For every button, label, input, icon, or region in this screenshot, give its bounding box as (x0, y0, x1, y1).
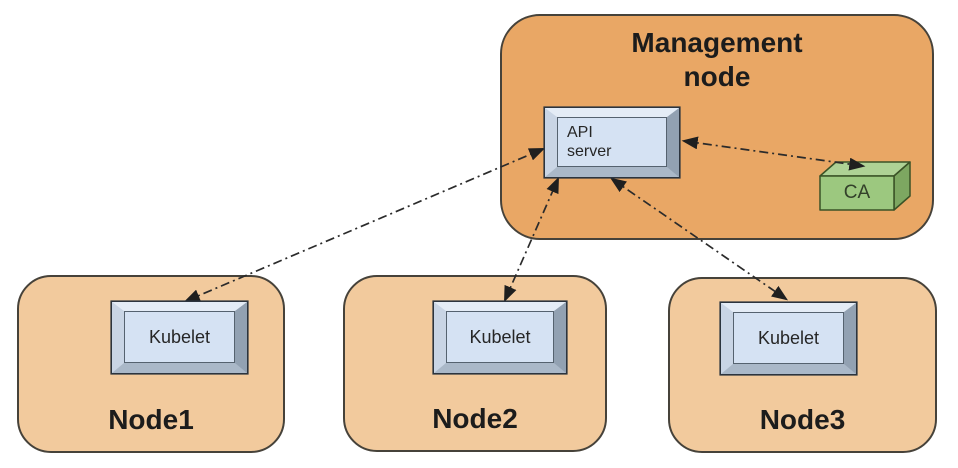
kubelet1-label: Kubelet (148, 326, 211, 347)
kubelet-box-2: Kubelet (434, 302, 566, 373)
node3-label: Node3 (759, 404, 846, 436)
kubelet2-label: Kubelet (469, 326, 531, 347)
api-server-box: API server (545, 108, 679, 177)
management-node-label: Management node (631, 27, 803, 92)
api-server-label: API server (567, 123, 612, 160)
node1-label: Node1 (108, 404, 194, 436)
kubelet-box-3: Kubelet (721, 303, 856, 374)
ca-label: CA (843, 182, 871, 203)
kubelet3-label: Kubelet (757, 327, 820, 348)
kubelet-box-1: Kubelet (112, 302, 247, 373)
node2-label: Node2 (432, 403, 518, 435)
